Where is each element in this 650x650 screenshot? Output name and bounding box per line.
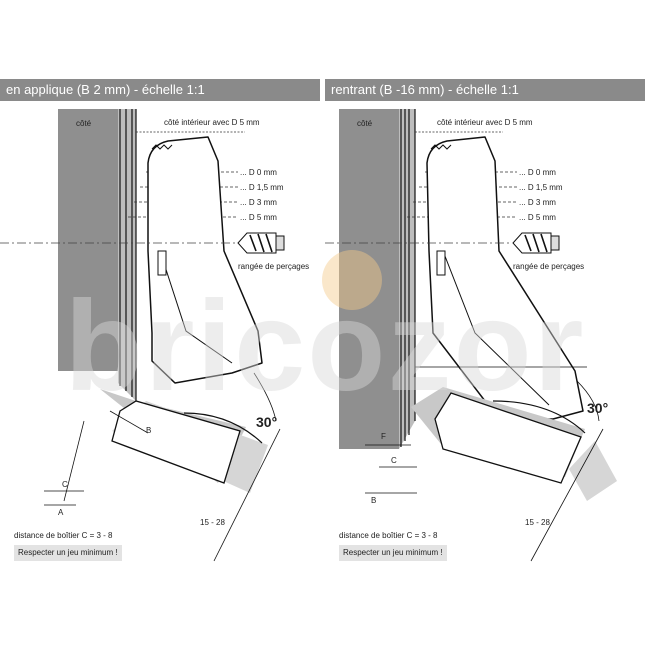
- label-d0: ... D 0 mm: [519, 168, 556, 177]
- angle-arc: [576, 380, 600, 422]
- letter-a: A: [58, 508, 64, 517]
- label-rangee: rangée de perçages: [513, 262, 584, 271]
- side-edge: [118, 109, 136, 401]
- label-d3: ... D 3 mm: [240, 198, 277, 207]
- dim-range-line: [530, 428, 604, 562]
- panel-header: rentrant (B -16 mm) - échelle 1:1: [325, 79, 645, 101]
- label-cote: côté: [76, 119, 92, 128]
- label-d5: ... D 5 mm: [519, 213, 556, 222]
- letter-c: C: [391, 456, 397, 465]
- dim-range-line: [213, 428, 281, 562]
- panel-title: en applique (B 2 mm) - échelle 1:1: [6, 82, 205, 97]
- cabinet-side: [58, 109, 118, 371]
- label-d15: ... D 1,5 mm: [519, 183, 563, 192]
- hinge-cup-edge: [183, 412, 263, 444]
- label-d0: ... D 0 mm: [240, 168, 277, 177]
- label-angle: 30°: [587, 400, 608, 416]
- letter-c: C: [62, 480, 68, 489]
- label-cote: côté: [357, 119, 373, 128]
- hinge-drawing-overlay: côté côté intérieur avec D 5 mm ... D 0 …: [0, 109, 309, 562]
- hinge-cup: [111, 400, 241, 484]
- letter-f: F: [381, 432, 386, 441]
- dim-b: [109, 410, 149, 434]
- side-edge: [399, 109, 415, 449]
- hinge-mount-plate: [157, 250, 167, 276]
- hinge-drawing-inset: côté côté intérieur avec D 5 mm ... D 0 …: [325, 109, 617, 562]
- dim-ext: [63, 420, 85, 502]
- housing-distance: distance de boîtier C = 3 - 8: [339, 531, 438, 540]
- clearance-warning: Respecter un jeu minimum !: [339, 545, 447, 561]
- drill-bit-icon: [512, 232, 560, 254]
- hinge-cup-edge: [492, 400, 586, 434]
- letter-b: B: [371, 496, 376, 505]
- panel-overlay-mount: en applique (B 2 mm) - échelle 1:1: [0, 79, 320, 579]
- hinge-mount-plate: [436, 250, 446, 276]
- letter-b: B: [146, 426, 151, 435]
- cabinet-side: [339, 109, 399, 449]
- panel-header: en applique (B 2 mm) - échelle 1:1: [0, 79, 320, 101]
- housing-distance: distance de boîtier C = 3 - 8: [14, 531, 113, 540]
- hinge-arm-detail: [159, 250, 233, 364]
- panel-title: rentrant (B -16 mm) - échelle 1:1: [331, 82, 519, 97]
- label-cote-interieur: côté intérieur avec D 5 mm: [164, 118, 260, 127]
- hinge-adjust-screw: [151, 144, 173, 150]
- label-d3: ... D 3 mm: [519, 198, 556, 207]
- angle-arc: [253, 372, 277, 422]
- label-cote-interieur: côté intérieur avec D 5 mm: [437, 118, 533, 127]
- hinge-arm: [147, 136, 263, 384]
- drill-bit-icon: [237, 232, 285, 254]
- hinge-arm: [426, 136, 584, 420]
- label-range: 15 - 28: [525, 518, 550, 527]
- label-angle: 30°: [256, 414, 277, 430]
- hinge-arm-detail: [442, 250, 550, 406]
- door-shadow: [569, 441, 617, 501]
- clearance-warning: Respecter un jeu minimum !: [14, 545, 122, 561]
- label-range: 15 - 28: [200, 518, 225, 527]
- label-d5: ... D 5 mm: [240, 213, 277, 222]
- panel-inset-mount: rentrant (B -16 mm) - échelle 1:1: [325, 79, 645, 579]
- hinge-cup: [434, 392, 582, 484]
- label-rangee: rangée de perçages: [238, 262, 309, 271]
- hinge-adjust-screw: [430, 144, 452, 150]
- label-d15: ... D 1,5 mm: [240, 183, 284, 192]
